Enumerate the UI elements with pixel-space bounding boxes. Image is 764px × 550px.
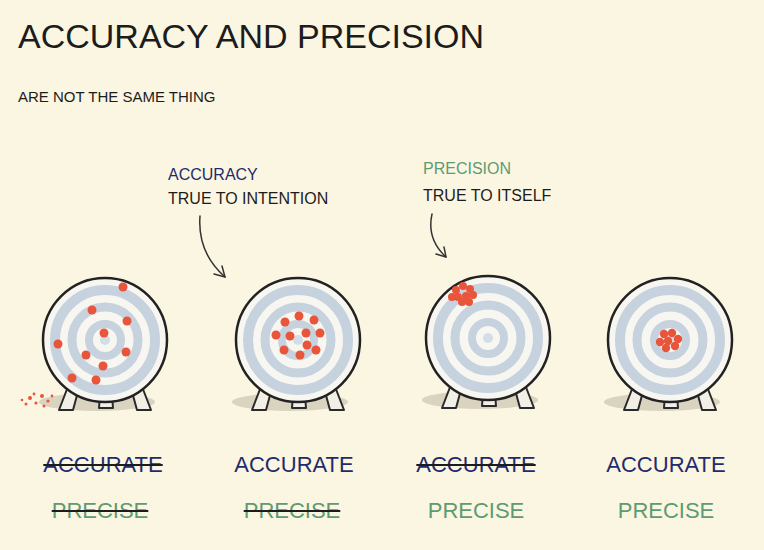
term-definition: TRUE TO INTENTION [168,190,328,207]
term-definition-block: TRUE TO ITSELF [423,187,551,205]
target [604,278,732,411]
verdict-label-block: PRECISE [244,499,341,523]
target [422,276,550,409]
verdict-label-block: ACCURATE [43,453,162,477]
target [232,278,360,411]
verdict-label: ACCURATE [43,452,162,477]
verdict-label-block: PRECISE [618,499,715,523]
hits-centered-tight [656,329,682,352]
title-block: ACCURACY AND PRECISION [18,18,484,55]
pointer-arrow [200,216,225,277]
verdict-label: ACCURATE [606,452,725,477]
verdict-label: ACCURATE [416,452,535,477]
verdict-label-block: PRECISE [52,499,149,523]
subtitle-block: ARE NOT THE SAME THING [18,88,216,106]
term-heading: PRECISION [423,160,511,177]
term-heading: ACCURACY [168,166,258,183]
term-heading-block: ACCURACY [168,166,258,184]
pointer-arrow [431,214,446,257]
hits-scattered [21,283,132,408]
term-heading-block: PRECISION [423,160,511,178]
subtitle: ARE NOT THE SAME THING [18,88,216,105]
verdict-label-block: ACCURATE [606,453,725,477]
term-definition: TRUE TO ITSELF [423,187,551,204]
hits-centered-loose [272,312,325,360]
verdict-label: ACCURATE [234,452,353,477]
term-definition-block: TRUE TO INTENTION [168,190,328,208]
verdict-label: PRECISE [244,498,341,523]
verdict-label-block: ACCURATE [234,453,353,477]
verdict-label: PRECISE [428,498,525,523]
verdict-label-block: ACCURATE [416,453,535,477]
hits-off-center-tight [448,282,477,306]
title: ACCURACY AND PRECISION [18,17,484,55]
verdict-label: PRECISE [618,498,715,523]
target [39,278,167,411]
verdict-label: PRECISE [52,498,149,523]
verdict-label-block: PRECISE [428,499,525,523]
